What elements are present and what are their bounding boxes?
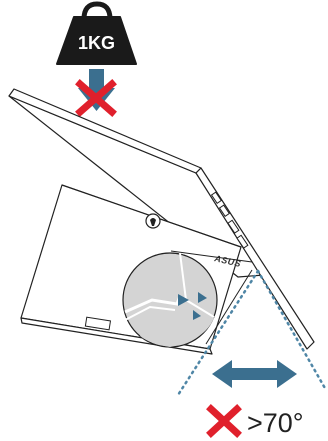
- magnifier-callout: [122, 250, 253, 348]
- prohibited-load-cross-icon: [75, 79, 117, 117]
- weight-icon: [56, 1, 137, 65]
- double-arrow-icon: [212, 360, 297, 388]
- cross-icon: [206, 404, 242, 438]
- monitor-side-ports: [210, 191, 249, 249]
- angle-guide-lines: [176, 269, 328, 397]
- kickstand-hinge-tab: [84, 316, 112, 331]
- stand-hole: [145, 213, 161, 229]
- angle-limit-label: >70°: [247, 408, 304, 438]
- weight-label: 1KG: [78, 33, 115, 53]
